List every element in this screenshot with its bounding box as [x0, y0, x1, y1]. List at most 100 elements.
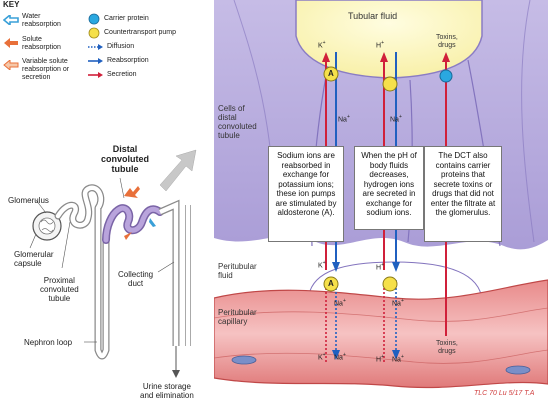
key-label: Secretion — [107, 71, 137, 78]
na-ion-top-2: Na+ — [390, 114, 402, 123]
ion-charge: + — [342, 298, 346, 304]
label-line: capsule — [14, 259, 42, 268]
key-label: reabsorption — [22, 44, 61, 51]
ion-symbol: Na — [390, 116, 399, 124]
label-line: convoluted — [40, 285, 79, 294]
h-ion-mid: H+ — [376, 262, 384, 271]
k-ion-bottom: K+ — [318, 352, 326, 361]
key-label: Reabsorption — [107, 57, 149, 64]
ion-charge: + — [322, 260, 326, 266]
label-line: Urine storage — [142, 382, 191, 391]
toxins-bottom-label: Toxins, drugs — [436, 340, 458, 356]
label-line: Cells of — [218, 104, 245, 113]
label-line: Collecting — [118, 270, 154, 279]
ion-symbol: Na — [392, 356, 401, 364]
na-ion-top: Na+ — [338, 114, 350, 123]
label-line: Glomerular — [14, 250, 54, 259]
label-line: drugs — [438, 42, 456, 49]
nephron-loop-label: Nephron loop — [24, 338, 73, 347]
label-line: Peritubular — [218, 262, 257, 271]
ion-charge: + — [342, 352, 346, 358]
na-ion-mid: Na+ — [334, 298, 346, 307]
dct-label-line: Distal — [112, 144, 138, 154]
diffusion-arrow-icon — [88, 44, 103, 50]
tubular-fluid-label: Tubular fluid — [348, 11, 398, 21]
key-label: Diffusion — [107, 43, 135, 50]
label-line: tubule — [218, 131, 240, 140]
label-line: convoluted — [218, 122, 257, 131]
hydrogen-ion-box: When the pH of body fluids decreases, hy… — [354, 146, 424, 230]
na-ion-bottom: Na+ — [334, 352, 346, 361]
k-ion-top: K+ — [318, 40, 326, 49]
pct-label: Proximal convoluted tubule — [40, 276, 79, 303]
label-line: distal — [218, 113, 237, 122]
watermark: TLC 70 Lu 5/17 T.A — [474, 390, 535, 397]
label-line: Toxins, — [436, 34, 458, 41]
label-line: Peritubular — [218, 308, 257, 317]
key-label: reabsorption or — [22, 66, 70, 73]
ion-symbol: Na — [334, 354, 343, 362]
aldosterone-marker-bottom: A — [328, 279, 334, 288]
dct-label-line: convoluted — [100, 154, 149, 164]
ion-symbol: Na — [338, 116, 347, 124]
ion-charge: + — [381, 40, 384, 46]
collecting-duct-label: Collecting duct — [118, 270, 153, 288]
ion-charge: + — [400, 298, 404, 304]
toxin-carrier-box: The DCT also contains carrier proteins t… — [424, 146, 502, 242]
ion-symbol: H — [376, 42, 382, 50]
h-ion-bottom: H+ — [376, 354, 384, 363]
ion-symbol: K — [318, 42, 323, 50]
key-label: reabsorption — [22, 21, 61, 28]
label-line: and elimination — [140, 391, 194, 400]
solute-arrow-icon — [4, 38, 18, 48]
key-label: Solute — [22, 36, 42, 43]
toxins-top-label: Toxins, drugs — [436, 34, 458, 50]
key-label: Water — [22, 13, 41, 20]
label-line: capillary — [218, 317, 248, 326]
ion-symbol: H — [376, 356, 382, 364]
label-line: Proximal — [43, 276, 75, 285]
ion-symbol: K — [318, 354, 323, 362]
key-label: Countertransport pump — [104, 29, 176, 36]
peritubular-capillary-label: Peritubular capillary — [218, 308, 257, 326]
key-label: secretion — [22, 74, 51, 81]
label-line: duct — [128, 279, 144, 288]
urine-label: Urine storage and elimination — [140, 382, 194, 400]
secretion-arrow-icon — [88, 72, 103, 78]
glomerulus-label: Glomerulus — [8, 196, 49, 205]
label-line: drugs — [438, 348, 456, 355]
ion-charge: + — [381, 262, 384, 268]
ion-symbol: Na — [392, 300, 401, 308]
glomerular-capsule-label: Glomerular capsule — [14, 250, 54, 268]
ion-charge: + — [322, 352, 326, 358]
peritubular-fluid-label: Peritubular fluid — [218, 262, 257, 280]
cells-label: Cells of distal convoluted tubule — [218, 104, 257, 140]
variable-arrow-icon — [3, 60, 19, 70]
dct-label: Distal convoluted tubule — [94, 144, 156, 174]
h-ion-top: H+ — [376, 40, 384, 49]
dct-label-line: tubule — [111, 164, 139, 174]
ion-symbol: K — [318, 262, 323, 270]
reabsorption-arrow-icon — [88, 58, 103, 64]
label-line: tubule — [48, 294, 71, 303]
carrier-protein-icon — [88, 13, 100, 25]
ion-charge: + — [398, 114, 402, 120]
ion-symbol: Na — [334, 300, 343, 308]
ion-charge: + — [346, 114, 350, 120]
sodium-potassium-box: Sodium ions are reabsorbed in exchange f… — [268, 146, 344, 242]
ion-symbol: H — [376, 264, 382, 272]
label-line: Toxins, — [436, 340, 458, 347]
aldosterone-marker-top: A — [328, 69, 334, 78]
key-title: KEY — [3, 0, 20, 9]
key-label: Variable solute — [22, 58, 68, 65]
key-label: Carrier protein — [104, 15, 149, 22]
ion-charge: + — [400, 354, 404, 360]
countertransport-pump-icon — [88, 27, 100, 39]
k-ion-mid: K+ — [318, 260, 326, 269]
ion-charge: + — [381, 354, 384, 360]
water-arrow-icon — [3, 15, 19, 25]
label-line: fluid — [218, 271, 233, 280]
ion-charge: + — [322, 40, 326, 46]
dct-detail-panel: Tubular fluid Cells of distal convoluted… — [214, 0, 548, 400]
nephron-illustration — [29, 149, 197, 378]
